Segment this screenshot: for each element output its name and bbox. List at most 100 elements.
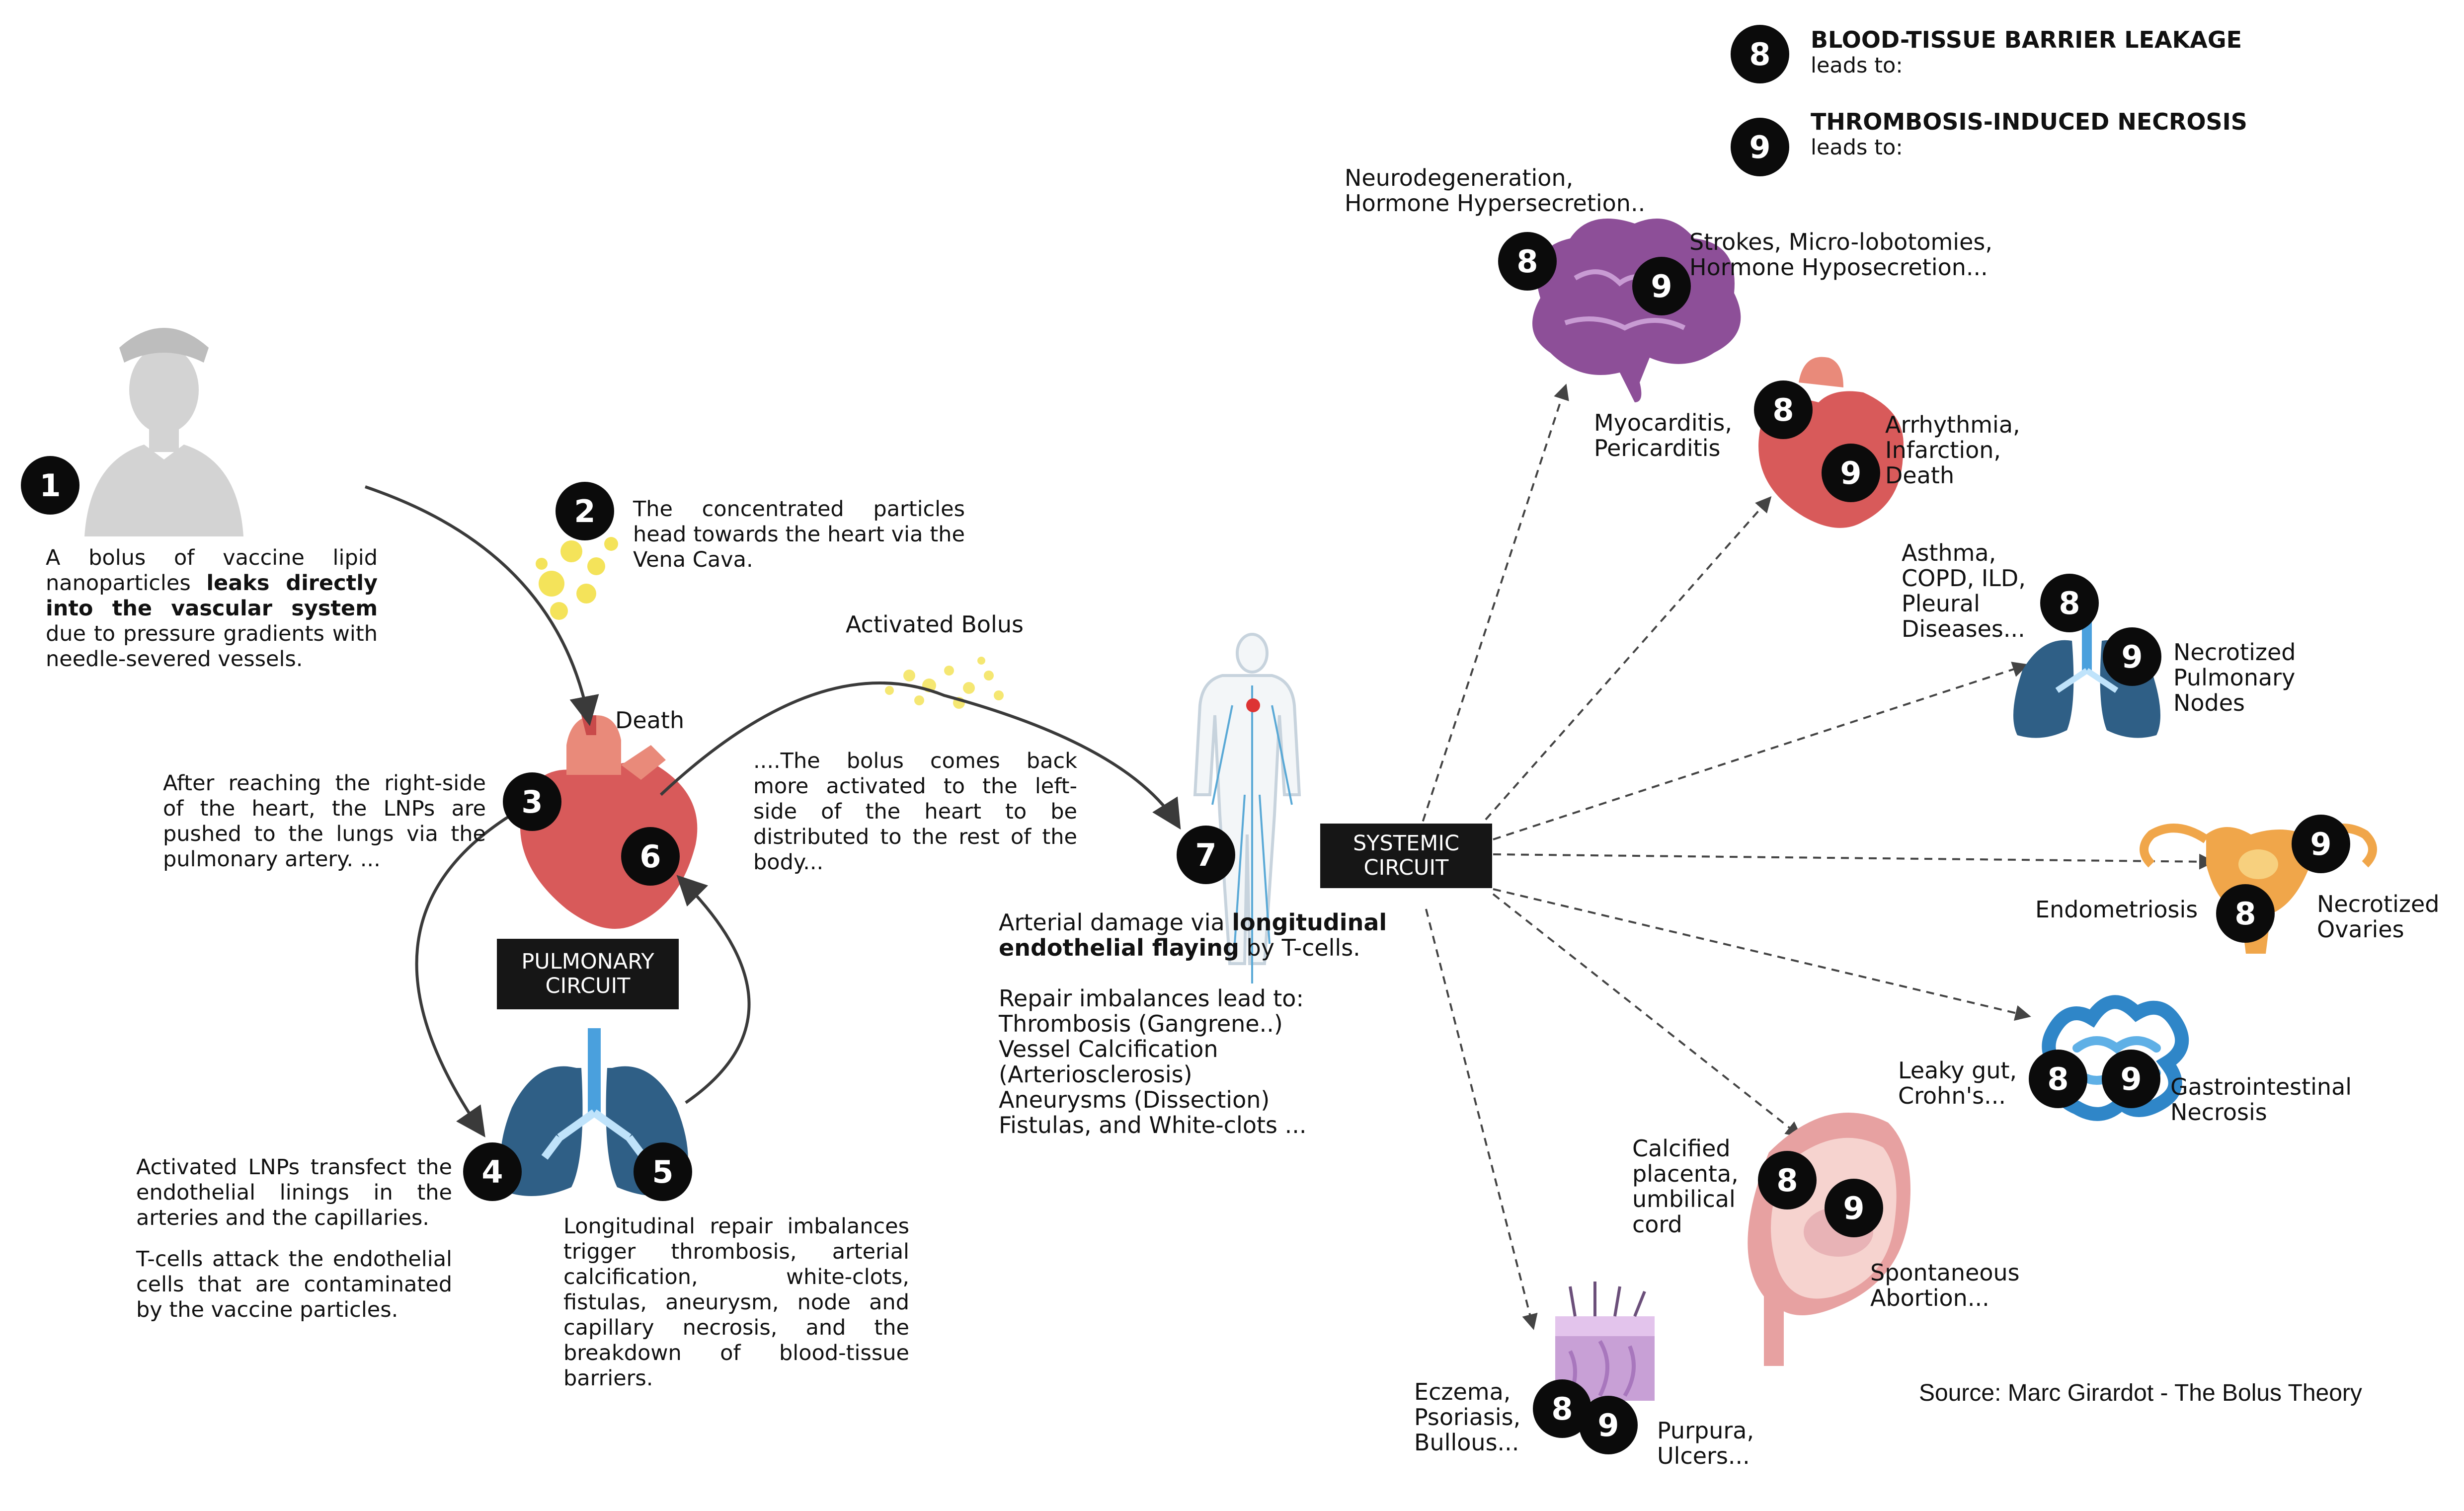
step-7-line2-bold: endothelial flaying	[999, 934, 1239, 961]
heart-left-line1: Myocarditis,	[1594, 409, 1733, 436]
lungs-left-line4: Diseases...	[1902, 615, 2025, 642]
step-1-text-bold: leaks directly into the vascular system	[46, 571, 378, 621]
placenta-left-line3: umbilical	[1632, 1186, 1736, 1212]
step-5-text: Longitudinal repair imbalances trigger t…	[563, 1214, 909, 1391]
brain-right-line2: Hormone Hyposecretion...	[1689, 254, 1988, 281]
legend-item-8-sub: leads to:	[1811, 53, 1903, 78]
arrow-heart-to-lungs	[415, 813, 513, 1137]
arrow-1-to-heart	[365, 485, 599, 726]
gut-right-line1: Gastrointestinal	[2170, 1073, 2352, 1100]
step-1-text-a: A bolus of vaccine lipid nanoparticles	[46, 545, 378, 596]
brain-icon	[1532, 219, 1741, 402]
systemic-circuit-line2: CIRCUIT	[1363, 855, 1449, 880]
skin-right-text: Purpura, Ulcers...	[1657, 1418, 1754, 1469]
step-7-text: Arterial damage via longitudinal endothe…	[999, 910, 1436, 1138]
skin-left-line2: Psoriasis,	[1414, 1404, 1521, 1431]
placenta-right-text: Spontaneous Abortion...	[1870, 1260, 2020, 1311]
pulmonary-circuit-line2: CIRCUIT	[545, 974, 631, 998]
lungs-right-line1: Necrotized	[2173, 639, 2296, 666]
placenta-badge-8: 8	[1758, 1151, 1817, 1209]
brain-right-text: Strokes, Micro-lobotomies, Hormone Hypos…	[1689, 229, 1992, 280]
body-vessel-lines	[1211, 685, 1293, 983]
step-7-line2: endothelial flaying by T-cells.	[999, 935, 1436, 961]
skin-badge-9: 9	[1579, 1396, 1638, 1454]
arrow-lungs-to-heart	[676, 875, 751, 1104]
placenta-right-line1: Spontaneous	[1870, 1259, 2020, 1286]
heart-left-text: Myocarditis, Pericarditis	[1594, 410, 1732, 461]
heart-left-line2: Pericarditis	[1594, 435, 1721, 461]
step-4-para2: T-cells attack the endothelial cells tha…	[136, 1247, 452, 1322]
skin-right-line1: Purpura,	[1657, 1417, 1754, 1444]
brain-left-line2: Hormone Hypersecretion..	[1345, 190, 1646, 217]
step-7-repair-heading: Repair imbalances lead to:	[999, 985, 1304, 1012]
particles-icon	[536, 537, 618, 620]
death-label: Death	[615, 707, 685, 734]
gut-left-text: Leaky gut, Crohn's...	[1898, 1058, 2017, 1109]
lungs-left-text: Asthma, COPD, ILD, Pleural Diseases...	[1902, 540, 2026, 642]
step-7-line2-b: by T-cells.	[1239, 934, 1360, 961]
placenta-left-line1: Calcified	[1632, 1135, 1731, 1162]
gut-badge-9: 9	[2102, 1050, 2160, 1108]
heart-badge-8: 8	[1754, 380, 1813, 439]
systemic-arrows	[1418, 383, 2215, 1330]
legend-badge-9: 9	[1731, 118, 1789, 176]
lungs-badge-9: 9	[2103, 627, 2161, 686]
lungs-left-line3: Pleural	[1902, 590, 1980, 617]
legend-badge-8: 8	[1731, 25, 1789, 83]
step-5-badge: 5	[634, 1142, 692, 1201]
lungs-icon	[500, 1028, 688, 1196]
brain-right-line1: Strokes, Micro-lobotomies,	[1689, 228, 1992, 255]
activated-bolus-particles	[885, 657, 1004, 709]
step-7-line1: Arterial damage via longitudinal	[999, 910, 1436, 935]
gut-left-line2: Crohn's...	[1898, 1082, 2006, 1109]
skin-right-line2: Ulcers...	[1657, 1442, 1750, 1469]
placenta-badge-9: 9	[1825, 1179, 1883, 1237]
gut-right-text: Gastrointestinal Necrosis	[2170, 1074, 2352, 1125]
skin-left-text: Eczema, Psoriasis, Bullous...	[1414, 1379, 1520, 1455]
lungs-left-line2: COPD, ILD,	[1902, 565, 2026, 592]
person-icon	[84, 328, 243, 536]
placenta-left-line4: cord	[1632, 1211, 1682, 1238]
step-7-item-3: (Arteriosclerosis)	[999, 1061, 1192, 1088]
source-credit: Source: Marc Girardot - The Bolus Theory	[1919, 1380, 2362, 1406]
lungs-right-text: Necrotized Pulmonary Nodes	[2173, 640, 2296, 716]
placenta-left-text: Calcified placenta, umbilical cord	[1632, 1136, 1739, 1237]
gut-badge-8: 8	[2029, 1050, 2087, 1108]
heart-right-text: Arrhythmia, Infarction, Death	[1885, 412, 2020, 488]
placenta-icon	[1748, 1113, 1910, 1366]
brain-badge-8: 8	[1498, 232, 1557, 291]
step-6-text: ....The bolus comes back more activated …	[753, 749, 1077, 875]
skin-icon	[1555, 1282, 1655, 1401]
lungs-badge-8: 8	[2040, 574, 2099, 632]
step-7-badge: 7	[1177, 826, 1235, 884]
ovaries-badge-8: 8	[2216, 884, 2275, 943]
heart-right-line1: Arrhythmia,	[1885, 411, 2020, 438]
arrow-heart-to-step7	[659, 681, 1181, 830]
step-3-text: After reaching the right-side of the hea…	[163, 771, 486, 872]
pulmonary-circuit-line1: PULMONARY	[521, 949, 654, 974]
skin-left-line3: Bullous...	[1414, 1429, 1519, 1456]
pulmonary-circuit-box: PULMONARY CIRCUIT	[497, 939, 679, 1009]
step-2-badge: 2	[556, 482, 614, 540]
ovaries-right-line2: Ovaries	[2317, 916, 2404, 943]
gut-left-line1: Leaky gut,	[1898, 1057, 2017, 1084]
heart-right-line3: Death	[1885, 462, 1955, 489]
step-3-badge: 3	[503, 772, 561, 831]
step-1-badge: 1	[21, 456, 79, 515]
heart-right-line2: Infarction,	[1885, 437, 2001, 463]
step-4-badge: 4	[463, 1142, 522, 1201]
brain-left-line1: Neurodegeneration,	[1345, 164, 1574, 191]
step-7-line1-a: Arterial damage via	[999, 909, 1232, 936]
brain-badge-9: 9	[1632, 257, 1691, 315]
step-4-para1: Activated LNPs transfect the endothelial…	[136, 1155, 452, 1230]
activated-bolus-label: Activated Bolus	[846, 611, 1024, 638]
gut-right-line2: Necrosis	[2170, 1099, 2267, 1126]
placenta-left-line2: placenta,	[1632, 1160, 1739, 1187]
ovaries-left-text: Endometriosis	[2035, 896, 2198, 923]
step-1-text-b: due to pressure gradients with needle-se…	[46, 621, 378, 672]
step-7-item-4: Aneurysms (Dissection)	[999, 1086, 1270, 1113]
body-vessels-icon	[1193, 633, 1301, 965]
legend-item-8-title: BLOOD-TISSUE BARRIER LEAKAGE	[1811, 26, 2242, 53]
brain-left-text: Neurodegeneration, Hormone Hypersecretio…	[1345, 165, 1645, 216]
